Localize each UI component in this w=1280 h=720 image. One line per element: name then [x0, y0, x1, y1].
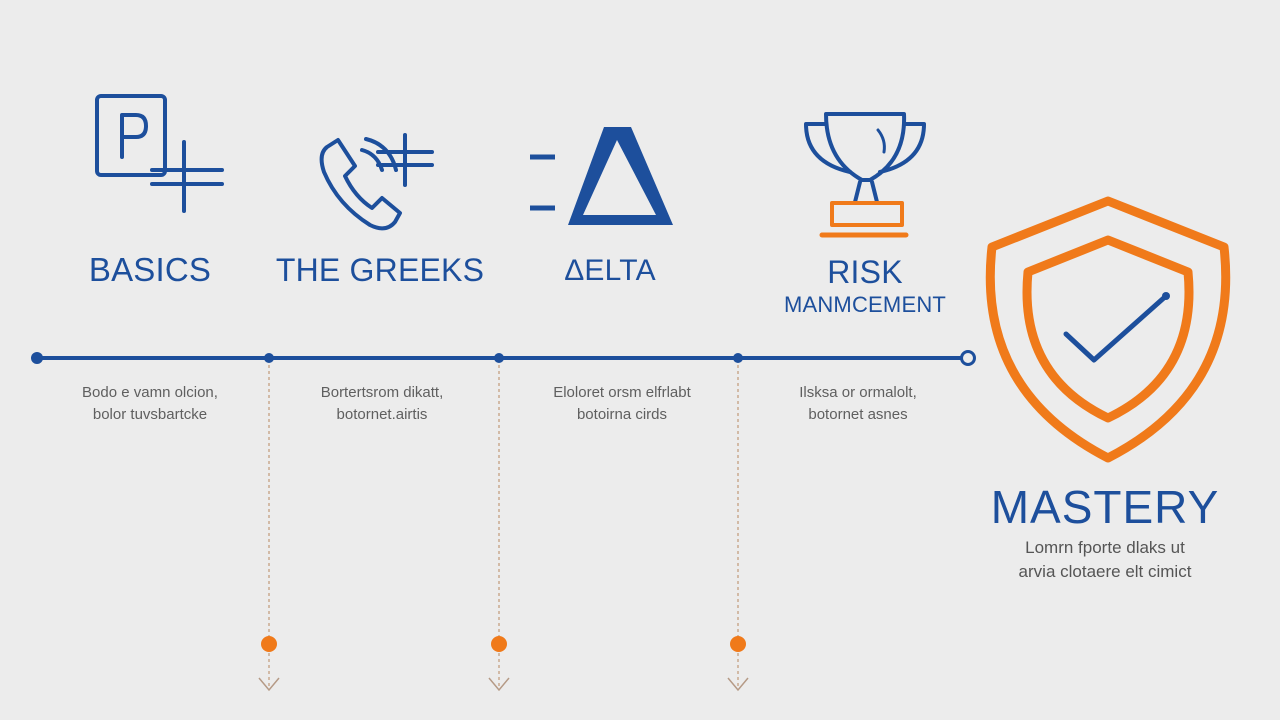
stage-title-greeks: THE GREEKS	[260, 252, 500, 289]
connector-3	[727, 365, 749, 692]
stage-title-line: THE GREEKS	[275, 252, 485, 288]
desc-line: Lomrn fporte dlaks ut	[1025, 538, 1185, 557]
stage-title-line: MANMCEMENT	[783, 292, 947, 317]
desc-line: Bodo e vamn olcion,	[82, 384, 218, 401]
delta-icon	[530, 127, 673, 225]
stage-title-risk: RISK MANMCEMENT	[760, 253, 970, 319]
connector-dot	[491, 636, 507, 652]
connector-2	[488, 365, 510, 692]
stage-title-delta: ΔELTA	[530, 254, 690, 288]
mastery-desc: Lomrn fporte dlaks ut arvia clotaere elt…	[960, 536, 1250, 584]
timeline-start-dot	[31, 352, 43, 364]
desc-line: Ilsksa or ormalolt,	[799, 384, 917, 401]
shield-check-icon	[985, 196, 1231, 463]
desc-line: Bortertsrom dikatt,	[320, 384, 444, 401]
stage-title-basics: BASICS	[60, 251, 240, 289]
timeline-node-2	[494, 353, 504, 363]
connector-dot	[730, 636, 746, 652]
stage-title-line: ΔELTA	[564, 254, 656, 287]
arrow-down-icon	[488, 677, 510, 692]
desc-line: botoirna cirds	[576, 406, 668, 423]
stage-desc-risk: Ilsksa or ormalolt, botornet asnes	[758, 382, 958, 426]
stage-desc-greeks: Bortertsrom dikatt, botornet.airtis	[282, 382, 482, 426]
trophy-icon	[804, 112, 926, 238]
desc-line: bolor tuvsbartcke	[92, 406, 208, 423]
desc-line: botornet.airtis	[336, 406, 428, 423]
p-plus-icon	[95, 94, 224, 213]
arrow-down-icon	[258, 677, 280, 692]
desc-line: arvia clotaere elt cimict	[1018, 562, 1192, 581]
desc-line: botornet asnes	[808, 406, 908, 423]
timeline-node-3	[733, 353, 743, 363]
timeline-node-1	[264, 353, 274, 363]
arrow-down-icon	[727, 677, 749, 692]
stage-title-line: BASICS	[88, 251, 212, 288]
stage-title-line: RISK	[827, 254, 903, 290]
phone-plus-icon	[319, 133, 434, 231]
connector-1	[258, 365, 280, 692]
stage-desc-delta: Eloloret orsm elfrlabt botoirna cirds	[522, 382, 722, 426]
desc-line: Eloloret orsm elfrlabt	[553, 384, 691, 401]
stage-desc-basics: Bodo e vamn olcion, bolor tuvsbartcke	[50, 382, 250, 426]
mastery-title: MASTERY	[990, 481, 1220, 533]
connector-dot	[261, 636, 277, 652]
timeline-end-dot	[960, 350, 976, 366]
